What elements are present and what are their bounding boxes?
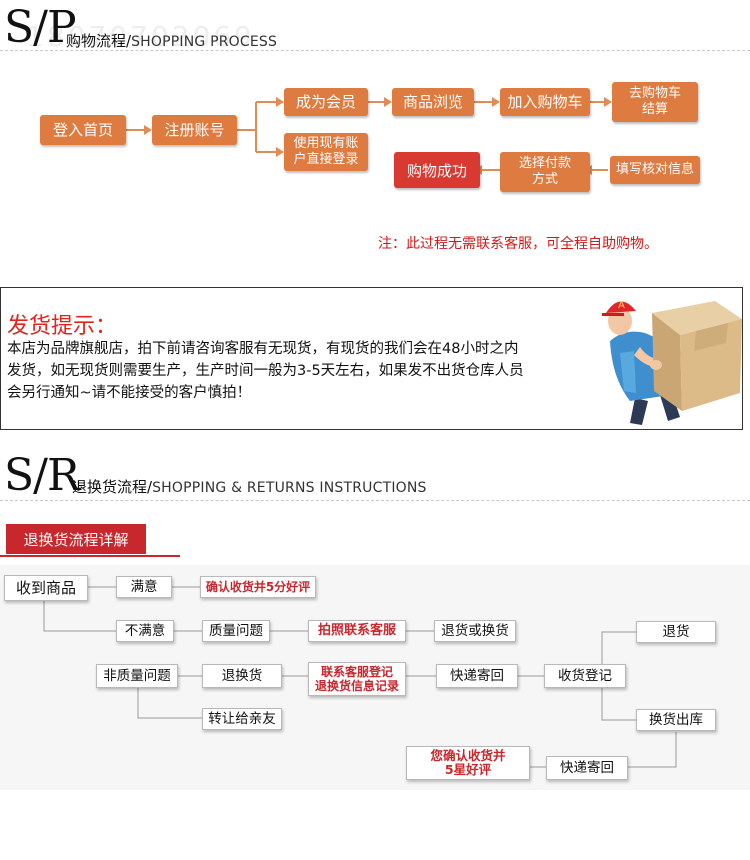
box-express-return-2: 快递寄回 bbox=[546, 756, 628, 780]
step-browse: 商品浏览 bbox=[392, 88, 474, 116]
step-login-home: 登入首页 bbox=[40, 115, 126, 145]
box-final-review: 您确认收货并 5星好评 bbox=[406, 746, 530, 780]
box-quality-issue: 质量问题 bbox=[202, 620, 270, 642]
divider bbox=[0, 500, 750, 501]
box-exchange-out: 换货出库 bbox=[636, 709, 716, 731]
section-letters-sr: S/R bbox=[4, 450, 80, 501]
process-note: 注：此过程无需联系客服，可全程自助购物。 bbox=[378, 236, 658, 252]
box-satisfied: 满意 bbox=[116, 576, 172, 598]
watermark: 18070702069 bbox=[26, 20, 255, 53]
step-fill-info: 填写核对信息 bbox=[610, 156, 700, 184]
step-register: 注册账号 bbox=[152, 115, 237, 145]
section2-title-cn: 退换货流程 bbox=[72, 478, 148, 496]
step-choose-payment: 选择付款 方式 bbox=[500, 152, 590, 192]
box-refund: 退货 bbox=[636, 621, 716, 643]
box-unsatisfied: 不满意 bbox=[116, 620, 174, 642]
step-checkout: 去购物车 结算 bbox=[612, 82, 698, 122]
box-return-or-exchange: 退货或换货 bbox=[434, 620, 516, 642]
box-receive-register: 收货登记 bbox=[544, 664, 626, 688]
section-title-en: SHOPPING PROCESS bbox=[131, 34, 278, 50]
step-add-cart: 加入购物车 bbox=[500, 88, 590, 116]
box-confirm-review: 确认收货并5分好评 bbox=[200, 576, 316, 598]
step-use-existing-account: 使用现有账 户直接登录 bbox=[284, 133, 368, 171]
box-photo-contact-service: 拍照联系客服 bbox=[308, 620, 406, 642]
box-contact-register: 联系客服登记 退换货信息记录 bbox=[308, 662, 406, 696]
box-non-quality: 非质量问题 bbox=[96, 664, 178, 688]
section-title: 购物流程/SHOPPING PROCESS bbox=[66, 32, 278, 50]
section2-title: 退换货流程/SHOPPING & RETURNS INSTRUCTIONS bbox=[72, 478, 427, 496]
step-become-member: 成为会员 bbox=[284, 88, 368, 116]
box-express-return: 快递寄回 bbox=[436, 664, 518, 688]
box-exchange-return: 退换货 bbox=[202, 664, 282, 688]
box-transfer-friends: 转让给亲友 bbox=[202, 708, 282, 730]
divider bbox=[0, 50, 750, 51]
notice-text: 本店为品牌旗舰店，拍下前请咨询客服有无现货，有现货的我们会在48小时之内 发货，… bbox=[7, 341, 524, 401]
section-letters-sp: S/P bbox=[4, 2, 77, 53]
section-title-cn: 购物流程 bbox=[66, 32, 127, 50]
returns-tag-underline bbox=[0, 555, 180, 557]
returns-tag: 退换货流程详解 bbox=[6, 524, 146, 554]
cap-letter: A bbox=[618, 300, 625, 311]
delivery-man-illustration: A bbox=[602, 300, 742, 425]
process-connectors bbox=[126, 97, 612, 175]
returns-connectors bbox=[43, 586, 677, 768]
step-success: 购物成功 bbox=[394, 152, 480, 188]
section2-title-en: SHOPPING & RETURNS INSTRUCTIONS bbox=[152, 480, 427, 496]
notice-title: 发货提示： bbox=[7, 314, 118, 339]
box-receive-goods: 收到商品 bbox=[4, 575, 88, 601]
